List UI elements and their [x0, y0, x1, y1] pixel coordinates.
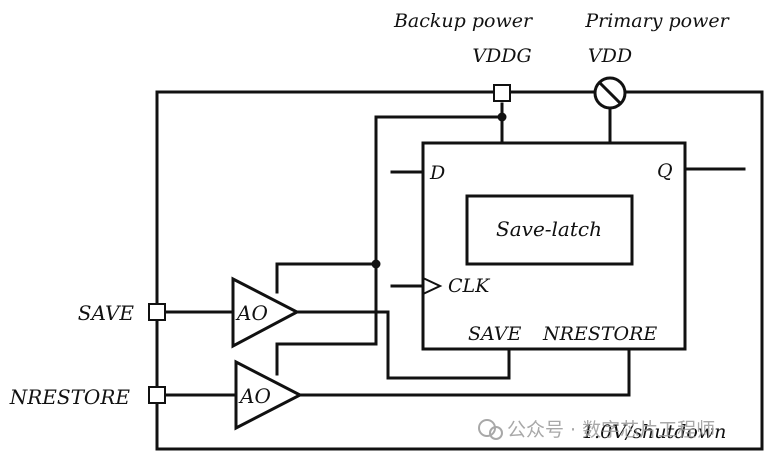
nrestore-pin-label: NRESTORE — [542, 323, 657, 345]
nrestore-to-flop-wire — [298, 347, 631, 397]
power-domain-boundary — [155, 90, 764, 451]
save-pin-label: SAVE — [468, 323, 522, 345]
backup-power-label: Backup power — [393, 10, 534, 32]
nrestore-port — [148, 386, 166, 404]
save-latch-label: Save-latch — [496, 217, 602, 241]
vddg-label: VDDG — [472, 45, 531, 67]
q-pin-label: Q — [657, 160, 673, 182]
ao-buffer-nrestore — [234, 359, 304, 431]
vddg-junction-dot — [497, 112, 507, 122]
d-pin-label: D — [429, 162, 445, 184]
vddg-buffer-supply-wire — [374, 115, 504, 266]
ao-top-supply-wire — [275, 262, 378, 294]
clk-pin-label: CLK — [448, 275, 491, 297]
save-latch-block — [465, 194, 634, 266]
save-port — [148, 303, 166, 321]
clk-edge-marker — [422, 277, 443, 295]
primary-power-label: Primary power — [584, 10, 730, 32]
ao-buffer-save — [231, 276, 301, 349]
save-input-label: SAVE — [78, 301, 135, 325]
vdd-label: VDD — [588, 45, 632, 67]
save-to-flop-wire — [295, 310, 511, 380]
vdd-switch-slash — [597, 80, 623, 106]
vddg-port — [493, 84, 511, 102]
ao-bottom-supply-wire — [275, 262, 378, 376]
ao-buffer-save-label: AO — [235, 301, 268, 325]
nrestore-input-label: NRESTORE — [9, 385, 131, 409]
ao-buffer-nrestore-label: AO — [238, 384, 271, 408]
watermark-text: 公众号 · 数字芯片工程师 — [507, 419, 715, 441]
watermark: 公众号 · 数字芯片工程师 — [478, 419, 715, 441]
domain-note-label: 1.0V/shutdown — [582, 421, 726, 443]
wechat-icon-bubble — [489, 426, 503, 440]
